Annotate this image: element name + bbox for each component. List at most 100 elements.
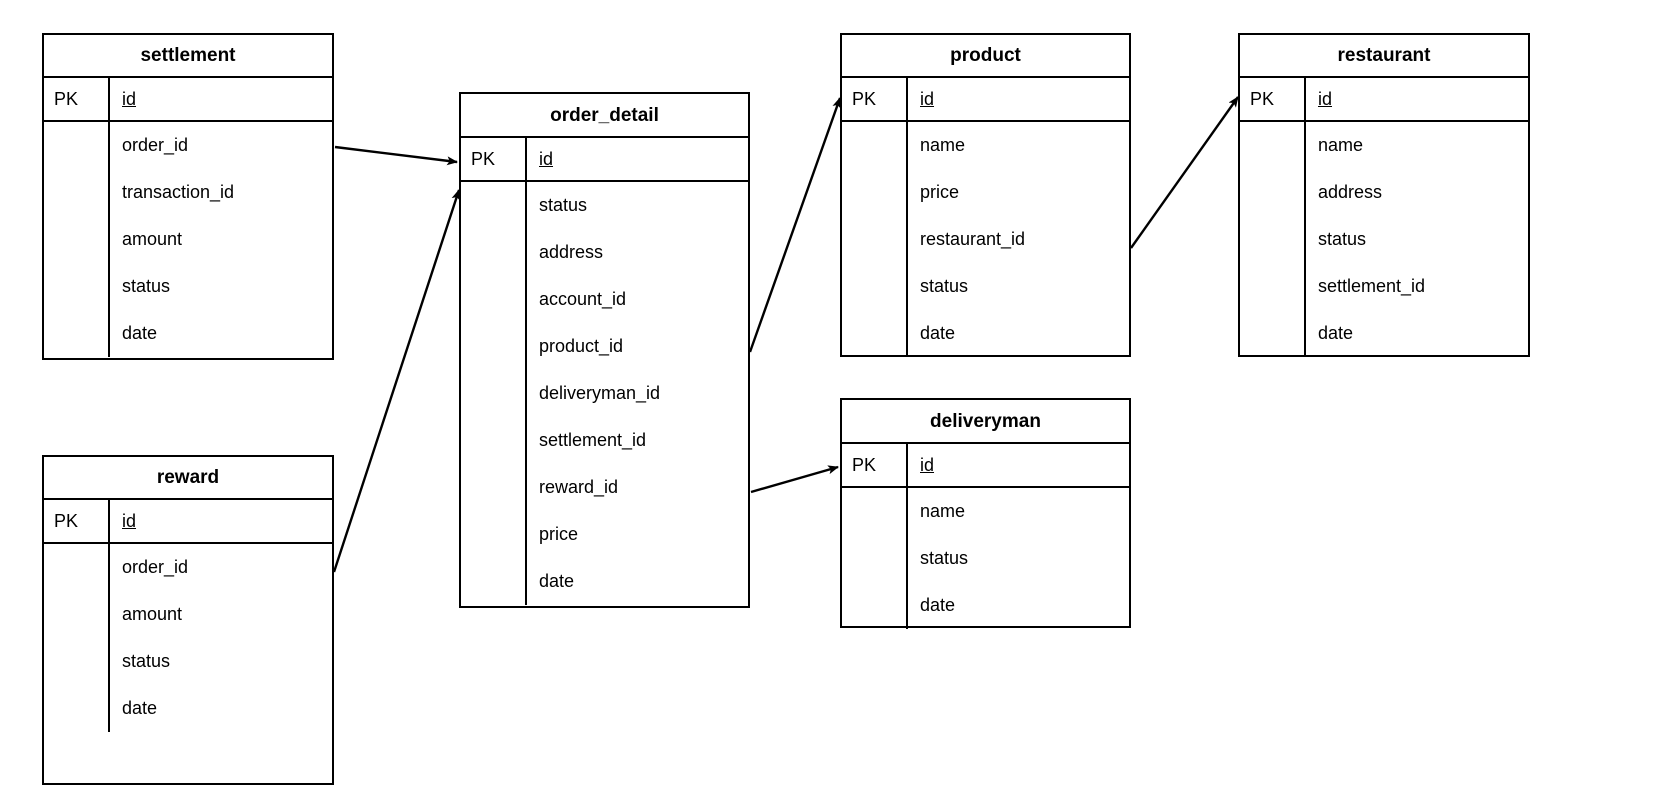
attribute-row[interactable]: name <box>842 122 1129 169</box>
attribute-name: status <box>920 548 969 568</box>
attribute-row[interactable]: address <box>461 229 748 276</box>
attribute-key-cell <box>44 685 110 732</box>
attribute-row[interactable]: date <box>842 310 1129 357</box>
attribute-key-cell <box>461 464 527 511</box>
attribute-name: transaction_id <box>122 182 235 202</box>
attribute-key-cell <box>461 323 527 370</box>
attribute-key-cell <box>44 169 110 216</box>
attribute-name: status <box>920 276 969 296</box>
primary-key-badge: PK <box>461 138 527 180</box>
attribute-name: date <box>122 698 158 718</box>
primary-key-name: id <box>110 500 332 542</box>
attribute-name: address <box>539 242 604 262</box>
attribute-key-cell <box>842 535 908 582</box>
attribute-row[interactable]: settlement_id <box>461 417 748 464</box>
attribute-key-cell <box>44 263 110 310</box>
primary-key-name: id <box>110 78 332 120</box>
attribute-key-cell <box>44 638 110 685</box>
attribute-name: date <box>920 323 956 343</box>
relationship-arrow-order_detail-to-deliveryman[interactable] <box>750 465 839 494</box>
attribute-row[interactable]: date <box>44 685 332 732</box>
primary-key-badge: PK <box>44 78 110 120</box>
attribute-key-cell <box>44 310 110 357</box>
attribute-key-cell <box>1240 122 1306 169</box>
attribute-row[interactable]: amount <box>44 216 332 263</box>
attribute-name: amount <box>122 229 183 249</box>
attribute-row[interactable]: date <box>842 582 1129 629</box>
attribute-row[interactable]: reward_id <box>461 464 748 511</box>
attribute-row[interactable]: transaction_id <box>44 169 332 216</box>
attribute-name: date <box>539 571 575 591</box>
attribute-row[interactable]: status <box>44 263 332 310</box>
primary-key-badge: PK <box>842 78 908 120</box>
attribute-row[interactable]: price <box>842 169 1129 216</box>
attribute-name: settlement_id <box>1318 276 1426 296</box>
primary-key-name: id <box>908 444 1129 486</box>
attribute-row[interactable]: status <box>461 182 748 229</box>
primary-key-name: id <box>527 138 748 180</box>
attribute-name: settlement_id <box>539 430 647 450</box>
attribute-key-cell <box>842 488 908 535</box>
attribute-name: status <box>122 651 171 671</box>
attribute-row[interactable]: name <box>842 488 1129 535</box>
attribute-row[interactable]: deliveryman_id <box>461 370 748 417</box>
attribute-row[interactable]: order_id <box>44 122 332 169</box>
attribute-row[interactable]: settlement_id <box>1240 263 1528 310</box>
relationship-arrow-settlement-to-order_detail[interactable] <box>334 145 458 166</box>
attribute-key-cell <box>842 216 908 263</box>
primary-key-text: id <box>539 148 554 169</box>
attribute-name: product_id <box>539 336 624 356</box>
attribute-name: date <box>920 595 956 615</box>
attribute-row[interactable]: status <box>1240 216 1528 263</box>
attribute-name: status <box>122 276 171 296</box>
entity-title-order_detail: order_detail <box>461 94 748 138</box>
attribute-row[interactable]: status <box>842 263 1129 310</box>
attribute-name: account_id <box>539 289 627 309</box>
entity-title-restaurant: restaurant <box>1240 35 1528 78</box>
attribute-row[interactable]: date <box>1240 310 1528 357</box>
attribute-name: reward_id <box>539 477 619 497</box>
attribute-key-cell <box>842 582 908 629</box>
attribute-row[interactable]: price <box>461 511 748 558</box>
attribute-row[interactable]: order_id <box>44 544 332 591</box>
attribute-key-cell <box>461 511 527 558</box>
attribute-row[interactable]: restaurant_id <box>842 216 1129 263</box>
relationship-arrow-product-to-restaurant[interactable] <box>1130 96 1239 249</box>
attribute-row[interactable]: date <box>461 558 748 605</box>
relationship-arrow-order_detail-to-product[interactable] <box>748 97 842 353</box>
attribute-name: amount <box>122 604 183 624</box>
attribute-row[interactable]: product_id <box>461 323 748 370</box>
attribute-key-cell <box>842 263 908 310</box>
attribute-row[interactable]: date <box>44 310 332 357</box>
attribute-name: order_id <box>122 135 189 155</box>
attribute-row[interactable]: status <box>842 535 1129 582</box>
attribute-row[interactable]: address <box>1240 169 1528 216</box>
attribute-key-cell <box>44 544 110 591</box>
attribute-row[interactable]: account_id <box>461 276 748 323</box>
attribute-key-cell <box>461 276 527 323</box>
attribute-name: order_id <box>122 557 189 577</box>
attribute-key-cell <box>1240 216 1306 263</box>
primary-key-text: id <box>122 510 137 531</box>
entity-title-deliveryman: deliveryman <box>842 400 1129 444</box>
relationship-arrow-reward-to-order_detail[interactable] <box>332 189 461 573</box>
attribute-row[interactable]: name <box>1240 122 1528 169</box>
attribute-row[interactable]: status <box>44 638 332 685</box>
primary-key-row[interactable]: PK id <box>461 138 748 182</box>
attribute-row[interactable]: amount <box>44 591 332 638</box>
attribute-key-cell <box>44 216 110 263</box>
